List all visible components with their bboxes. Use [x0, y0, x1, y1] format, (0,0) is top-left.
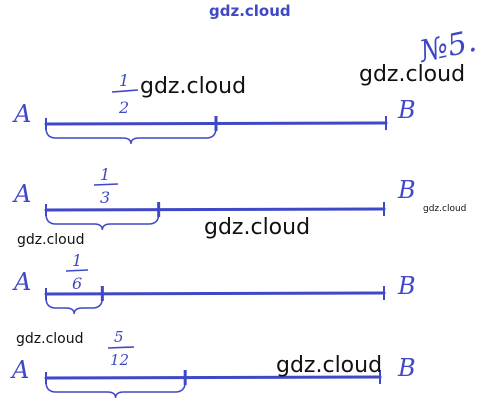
segment-line	[44, 375, 382, 380]
segment-end-label: B	[397, 96, 416, 124]
watermark: gdz.cloud	[276, 353, 383, 378]
fraction-denominator: 3	[100, 188, 110, 207]
segment-start-label: A	[10, 356, 29, 384]
fraction-bar	[93, 183, 119, 186]
segment-five-twelfths: A B 5 12	[10, 328, 416, 399]
curly-brace	[45, 297, 104, 315]
segment-start-label: A	[12, 268, 31, 296]
fraction-denominator: 6	[72, 274, 82, 293]
watermark-top: gdz.cloud	[209, 2, 291, 20]
fraction-denominator: 12	[110, 351, 129, 369]
segment-end-label: B	[397, 354, 416, 382]
fraction-numerator: 1	[72, 251, 82, 270]
curly-brace	[45, 213, 160, 231]
fraction-numerator: 1	[100, 165, 110, 184]
fraction-denominator: 2	[118, 98, 129, 117]
fraction-bar	[65, 269, 89, 272]
curly-brace	[45, 381, 186, 399]
segment-start-label: A	[12, 180, 31, 208]
segment-end-label: B	[397, 176, 416, 204]
curly-brace	[45, 127, 217, 145]
segment-one-half: A B 1 2	[12, 71, 416, 145]
watermark: gdz.cloud	[140, 74, 247, 99]
fraction-bar	[111, 89, 139, 93]
watermark: gdz.cloud	[17, 232, 85, 248]
segment-end-label: B	[397, 272, 416, 300]
watermark: gdz.cloud	[423, 204, 467, 214]
watermark: gdz.cloud	[204, 215, 311, 240]
segment-one-sixth: A B 1 6	[12, 251, 416, 315]
segment-line	[44, 291, 386, 296]
fraction-numerator: 5	[114, 328, 124, 346]
segment-one-third: A B 1 3	[12, 165, 416, 231]
watermark: gdz.cloud	[16, 331, 84, 347]
fraction-numerator: 1	[119, 71, 129, 90]
fraction-bar	[107, 346, 135, 349]
watermark: gdz.cloud	[359, 62, 466, 87]
segment-line	[44, 207, 386, 212]
segment-start-label: A	[12, 100, 31, 128]
